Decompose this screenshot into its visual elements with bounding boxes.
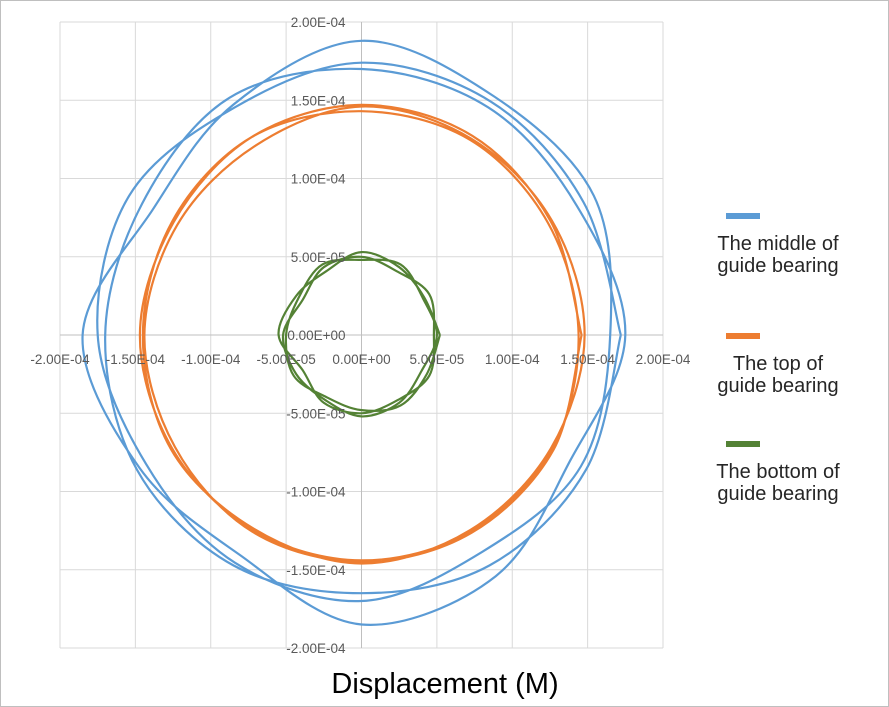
series-group [81, 39, 627, 626]
axes [60, 22, 663, 648]
x-tick-label: -5.00E-05 [256, 352, 315, 367]
x-axis-title: Displacement (M) [331, 668, 558, 700]
legend-swatch [726, 441, 760, 447]
y-tick-label: -2.00E-04 [286, 641, 346, 656]
x-tick-label: 0.00E+00 [332, 352, 390, 367]
x-tick-label: -1.50E-04 [106, 352, 166, 367]
y-tick-label: 5.00E-05 [291, 250, 346, 265]
y-tick-label: 1.50E-04 [291, 93, 346, 108]
x-tick-label: 1.50E-04 [560, 352, 615, 367]
series-line-3 [277, 250, 441, 418]
y-tick-label: 2.00E-04 [291, 15, 346, 30]
y-tick-label: -1.00E-04 [286, 485, 346, 500]
x-tick-label: 2.00E-04 [636, 352, 691, 367]
y-tick-label: 1.00E-04 [291, 172, 346, 187]
y-tick-label: -5.00E-05 [286, 406, 345, 421]
x-tick-label: 1.00E-04 [485, 352, 540, 367]
legend-swatch [726, 333, 760, 339]
series-line-1 [81, 39, 627, 626]
legend-swatch [726, 213, 760, 219]
y-tick-label: 0.00E+00 [287, 328, 345, 343]
x-tick-label: -2.00E-04 [30, 352, 90, 367]
tick-labels: -2.00E-04 -1.50E-04 -1.00E-04 -5.00E-05 0.00… [30, 15, 691, 656]
series-line-2 [138, 103, 586, 565]
y-tick-label: -1.50E-04 [286, 563, 346, 578]
x-tick-label: 5.00E-05 [409, 352, 464, 367]
x-tick-label: -1.00E-04 [181, 352, 241, 367]
